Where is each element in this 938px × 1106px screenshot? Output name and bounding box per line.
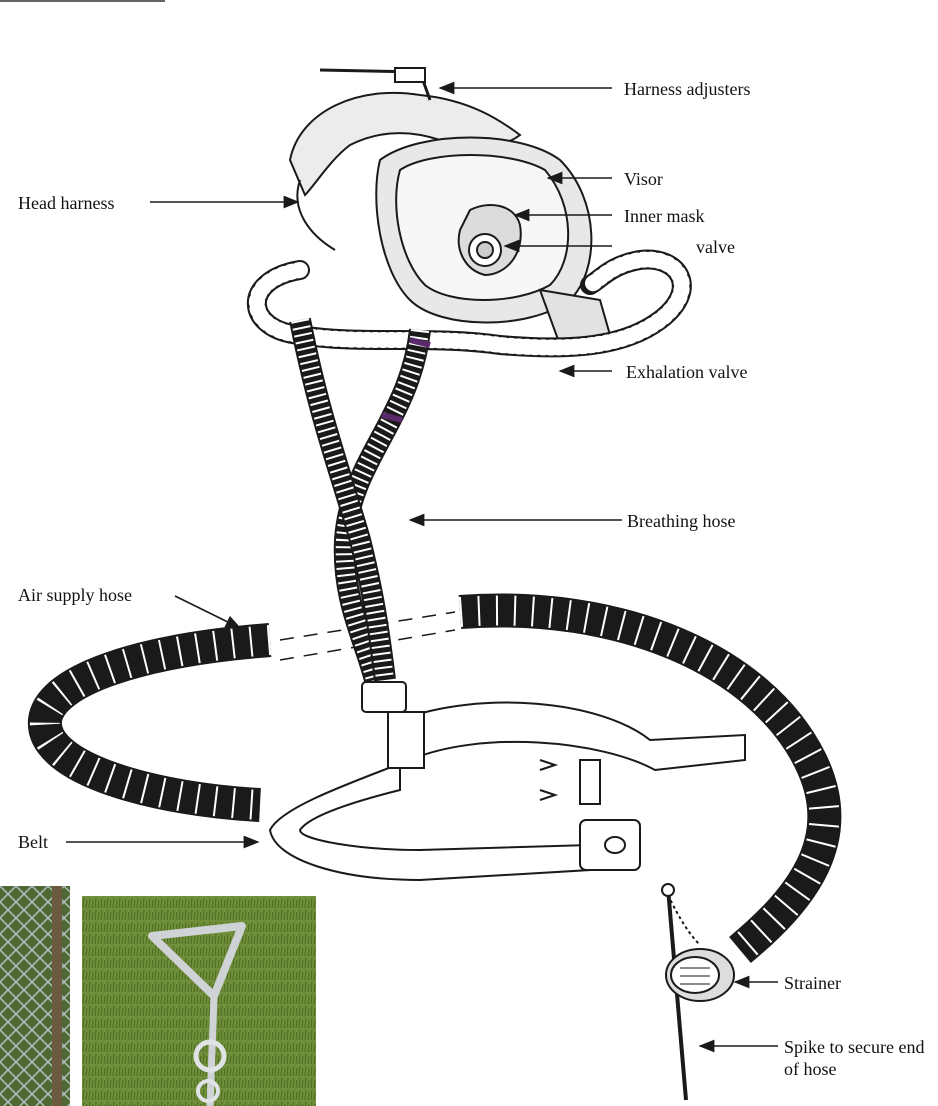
label-inner-mask: Inner mask xyxy=(624,205,704,227)
mask-body-drawing xyxy=(376,138,610,346)
label-harness-adjusters: Harness adjusters xyxy=(624,78,750,100)
belt-drawing xyxy=(270,703,745,880)
label-air-supply-hose: Air supply hose xyxy=(18,584,132,606)
label-spike: Spike to secure end of hose xyxy=(784,1036,934,1080)
breathing-hoses-drawing xyxy=(300,320,430,712)
fence-photo xyxy=(0,886,70,1106)
hose-coupling xyxy=(362,682,406,712)
label-strainer: Strainer xyxy=(784,972,841,994)
label-breathing-hose: Breathing hose xyxy=(627,510,735,532)
label-exhalation-valve: Exhalation valve xyxy=(626,361,747,383)
label-valve: valve xyxy=(696,236,735,258)
label-head-harness: Head harness xyxy=(18,192,114,214)
ground-spike-photo xyxy=(82,896,316,1106)
strainer-spike-drawing xyxy=(662,884,734,1100)
label-belt: Belt xyxy=(18,831,48,853)
label-visor: Visor xyxy=(624,168,663,190)
